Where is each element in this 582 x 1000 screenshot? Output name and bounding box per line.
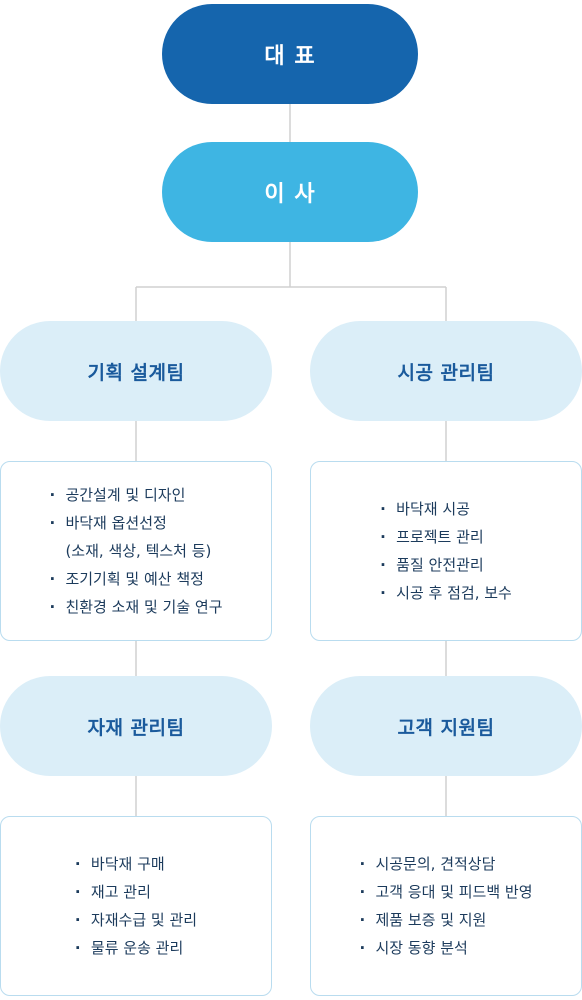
duty-item: 친환경 소재 및 기술 연구 bbox=[49, 593, 222, 621]
team-construction-label: 시공 관리팀 bbox=[397, 361, 495, 384]
duty-item: 재고 관리 bbox=[75, 878, 197, 906]
duty-item-continuation: (소재, 색상, 텍스처 등) bbox=[65, 542, 212, 560]
team-support-node: 고객 지원팀 bbox=[310, 676, 582, 776]
duty-item: 프로젝트 관리 bbox=[380, 523, 512, 551]
duty-item: 공간설계 및 디자인 bbox=[49, 481, 222, 509]
duty-item: 제품 보증 및 지원 bbox=[359, 906, 532, 934]
director-node: 이 사 bbox=[162, 142, 418, 242]
duty-item: 물류 운송 관리 bbox=[75, 934, 197, 962]
team-planning-node: 기획 설계팀 bbox=[0, 321, 272, 421]
team-material-label: 자재 관리팀 bbox=[87, 716, 185, 739]
duty-item: 시장 동향 분석 bbox=[359, 934, 532, 962]
team-construction-duties: 바닥재 시공 프로젝트 관리 품질 안전관리 시공 후 점검, 보수 bbox=[310, 461, 582, 641]
director-label: 이 사 bbox=[264, 182, 316, 207]
duty-item: 시공 후 점검, 보수 bbox=[380, 579, 512, 607]
duty-item: 조기기획 및 예산 책정 bbox=[49, 565, 222, 593]
duty-item: 바닥재 시공 bbox=[380, 495, 512, 523]
duty-item: 시공문의, 견적상담 bbox=[359, 850, 532, 878]
team-planning-duties: 공간설계 및 디자인 바닥재 옵션선정(소재, 색상, 텍스처 등) 조기기획 … bbox=[0, 461, 272, 641]
duty-list: 시공문의, 견적상담 고객 응대 및 피드백 반영 제품 보증 및 지원 시장 … bbox=[359, 850, 532, 962]
team-material-node: 자재 관리팀 bbox=[0, 676, 272, 776]
duty-item: 바닥재 구매 bbox=[75, 850, 197, 878]
duty-item: 자재수급 및 관리 bbox=[75, 906, 197, 934]
duty-item: 고객 응대 및 피드백 반영 bbox=[359, 878, 532, 906]
team-material-duties: 바닥재 구매 재고 관리 자재수급 및 관리 물류 운송 관리 bbox=[0, 816, 272, 996]
duty-list: 바닥재 시공 프로젝트 관리 품질 안전관리 시공 후 점검, 보수 bbox=[380, 495, 512, 607]
duty-list: 공간설계 및 디자인 바닥재 옵션선정(소재, 색상, 텍스처 등) 조기기획 … bbox=[49, 481, 222, 621]
team-support-duties: 시공문의, 견적상담 고객 응대 및 피드백 반영 제품 보증 및 지원 시장 … bbox=[310, 816, 582, 996]
duty-list: 바닥재 구매 재고 관리 자재수급 및 관리 물류 운송 관리 bbox=[75, 850, 197, 962]
team-support-label: 고객 지원팀 bbox=[397, 716, 495, 739]
team-construction-node: 시공 관리팀 bbox=[310, 321, 582, 421]
duty-item: 바닥재 옵션선정(소재, 색상, 텍스처 등) bbox=[49, 509, 222, 565]
duty-item: 품질 안전관리 bbox=[380, 551, 512, 579]
ceo-label: 대 표 bbox=[264, 44, 316, 69]
team-planning-label: 기획 설계팀 bbox=[87, 361, 185, 384]
ceo-node: 대 표 bbox=[162, 4, 418, 104]
